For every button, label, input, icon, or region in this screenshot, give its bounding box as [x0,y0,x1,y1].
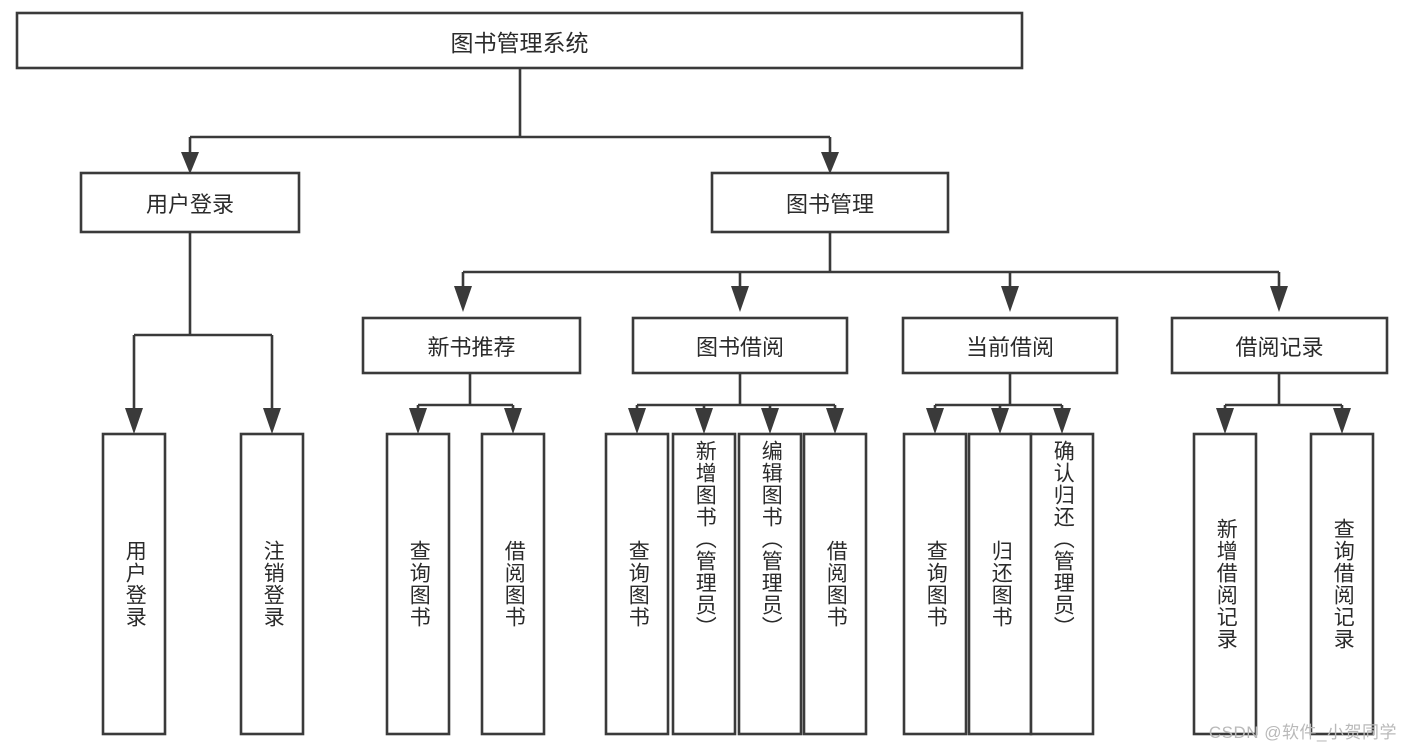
node-box-leaf-confirm-return[interactable] [1029,432,1095,736]
arrow-head-icon [926,408,944,434]
arrow-head-icon [826,408,844,434]
arrow-head-icon [504,408,522,434]
arrow-head-icon [628,408,646,434]
node-box-leaf-query-book-3[interactable] [902,432,968,736]
arrow-head-icon [731,286,749,312]
node-box-current-borrow[interactable] [901,316,1119,375]
connector-root-to-level2 [181,68,839,174]
arrow-head-icon [695,408,713,434]
watermark-text: CSDN @软件_小贺同学 [1208,723,1397,742]
arrow-head-icon [991,408,1009,434]
node-box-borrow-record[interactable] [1170,316,1389,375]
arrow-head-icon [1333,408,1351,434]
connector-book-borrow-to-leaves [628,373,844,434]
node-box-book-manage[interactable] [710,171,950,234]
connector-current-borrow-to-leaves [926,373,1071,434]
arrow-head-icon [263,408,281,434]
arrow-head-icon [125,408,143,434]
node-box-book-borrow[interactable] [631,316,849,375]
node-box-leaf-borrow-book-2[interactable] [802,432,868,736]
node-box-leaf-return-book[interactable] [967,432,1033,736]
node-box-user-login[interactable] [79,171,301,234]
connector-new-book-recommend-to-leaves [409,373,522,434]
node-box-leaf-add-record[interactable] [1192,432,1258,736]
node-box-leaf-query-record[interactable] [1309,432,1375,736]
node-box-leaf-logout[interactable] [239,432,305,736]
arrow-head-icon [1001,286,1019,312]
arrow-head-icon [821,152,839,174]
connector-user-login-to-leaves [125,232,281,434]
node-box-leaf-query-book-2[interactable] [604,432,670,736]
node-box-leaf-borrow-book-1[interactable] [480,432,546,736]
connector-book-manage-to-level3 [454,232,1288,312]
arrow-head-icon [1053,408,1071,434]
arrow-head-icon [454,286,472,312]
node-box-leaf-user-login[interactable] [101,432,167,736]
arrow-head-icon [181,152,199,174]
node-box-leaf-add-book[interactable] [671,432,737,736]
node-box-leaf-edit-book[interactable] [737,432,803,736]
arrow-head-icon [409,408,427,434]
arrow-head-icon [1270,286,1288,312]
arrow-head-icon [761,408,779,434]
node-box-new-book-recommend[interactable] [361,316,582,375]
connector-borrow-record-to-leaves [1216,373,1351,434]
node-box-leaf-query-book-1[interactable] [385,432,451,736]
node-box-root[interactable] [15,11,1024,70]
arrow-head-icon [1216,408,1234,434]
